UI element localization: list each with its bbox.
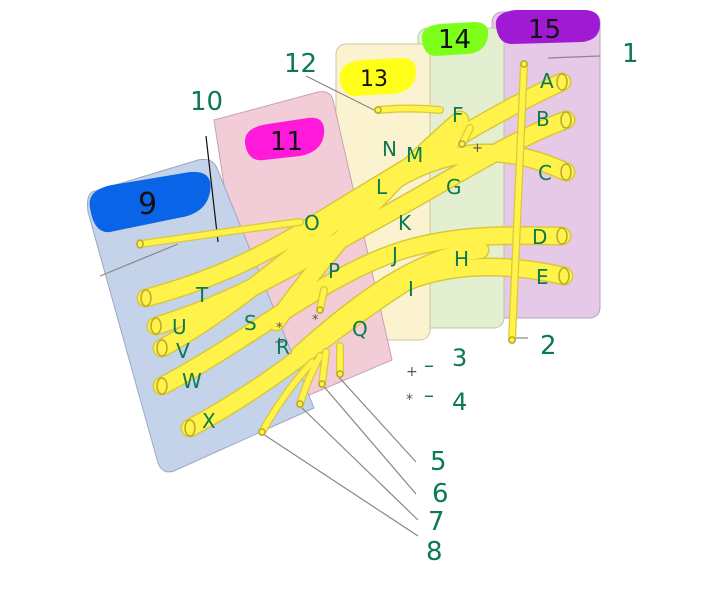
leader-lines xyxy=(99,55,601,537)
letter-P: P xyxy=(328,259,340,283)
symbol-legend: + – 3 * – 4 xyxy=(406,344,467,416)
region-label-text: 9 11 13 14 15 xyxy=(138,15,561,222)
leader-1 xyxy=(547,55,601,59)
label-blob-13 xyxy=(339,58,417,96)
legend-plus-number: 3 xyxy=(452,344,467,372)
region-label-14: 14 xyxy=(438,25,471,55)
letter-G: G xyxy=(446,175,462,199)
legend-plus-dash: – xyxy=(424,353,434,377)
branch-12 xyxy=(375,105,443,113)
division-R xyxy=(292,242,488,362)
letter-W: W xyxy=(182,369,202,393)
letter-J: J xyxy=(390,243,398,267)
letter-O: O xyxy=(304,211,320,235)
pointer-label-5: 5 xyxy=(430,447,447,477)
division-S xyxy=(268,112,468,330)
letter-F: F xyxy=(452,103,464,127)
letter-R: R xyxy=(276,335,290,359)
marker-plus-diagram: + xyxy=(472,141,483,156)
letter-Q: Q xyxy=(352,317,368,341)
region-label-11: 11 xyxy=(270,127,303,157)
leader-5 xyxy=(335,373,417,463)
letter-S: S xyxy=(244,311,257,335)
leader-9-edge xyxy=(99,243,179,277)
marker-star-diagram-1: * xyxy=(312,313,319,328)
region-label-15: 15 xyxy=(528,15,561,45)
nerve-bundle xyxy=(136,60,576,438)
region-label-13: 13 xyxy=(360,67,388,92)
marker-star-diagram-2: * xyxy=(276,321,283,336)
label-blob-11 xyxy=(244,117,325,161)
letter-N: N xyxy=(382,137,397,161)
letter-A: A xyxy=(540,69,554,93)
pointer-label-2: 2 xyxy=(540,331,557,361)
letter-annotations: A B C D E F G H I J K L M N O P Q R S T … xyxy=(172,69,554,433)
pointer-label-10: 10 xyxy=(190,87,223,117)
region-label-9: 9 xyxy=(138,187,157,222)
letter-C: C xyxy=(538,161,552,185)
letter-X: X xyxy=(202,409,216,433)
pointer-label-8: 8 xyxy=(426,537,443,567)
label-blob-9 xyxy=(89,171,211,233)
legend-star-symbol: * xyxy=(406,392,413,408)
pointer-label-1: 1 xyxy=(622,39,639,69)
branch-7 xyxy=(297,353,323,407)
branch-10 xyxy=(137,219,303,247)
pointer-label-12: 12 xyxy=(284,49,317,79)
pointer-label-6: 6 xyxy=(432,479,449,509)
legend-star-dash: – xyxy=(424,383,434,407)
letter-U: U xyxy=(172,315,187,339)
letter-B: B xyxy=(536,107,550,131)
letter-H: H xyxy=(454,247,469,271)
branch-6 xyxy=(319,349,329,387)
branch-1-2 xyxy=(509,61,527,343)
letter-I: I xyxy=(408,277,414,301)
label-blob-15 xyxy=(495,10,600,44)
pointer-label-7: 7 xyxy=(428,507,445,537)
leader-12 xyxy=(305,75,375,111)
nerve-cut-ends xyxy=(136,60,572,437)
letter-L: L xyxy=(376,175,388,199)
pointer-numbers: 1 2 10 12 5 6 7 8 xyxy=(190,39,639,567)
branch-8 xyxy=(259,359,315,435)
letter-K: K xyxy=(398,211,412,235)
legend-star-number: 4 xyxy=(452,388,467,416)
letter-M: M xyxy=(406,143,423,167)
region-label-blobs xyxy=(89,10,600,233)
letter-V: V xyxy=(176,339,190,363)
leader-10 xyxy=(205,135,219,243)
leader-6 xyxy=(319,381,417,495)
label-blob-14 xyxy=(421,22,489,56)
legend-plus-symbol: + xyxy=(406,364,418,380)
leader-8 xyxy=(259,431,419,537)
marker-plus-diagram-2: + xyxy=(274,335,285,350)
letter-D: D xyxy=(532,225,547,249)
diagram-markers: + * * + xyxy=(274,141,483,350)
leader-7 xyxy=(297,403,419,521)
letter-E: E xyxy=(536,265,549,289)
small-branches xyxy=(137,61,527,435)
letter-T: T xyxy=(195,283,209,307)
